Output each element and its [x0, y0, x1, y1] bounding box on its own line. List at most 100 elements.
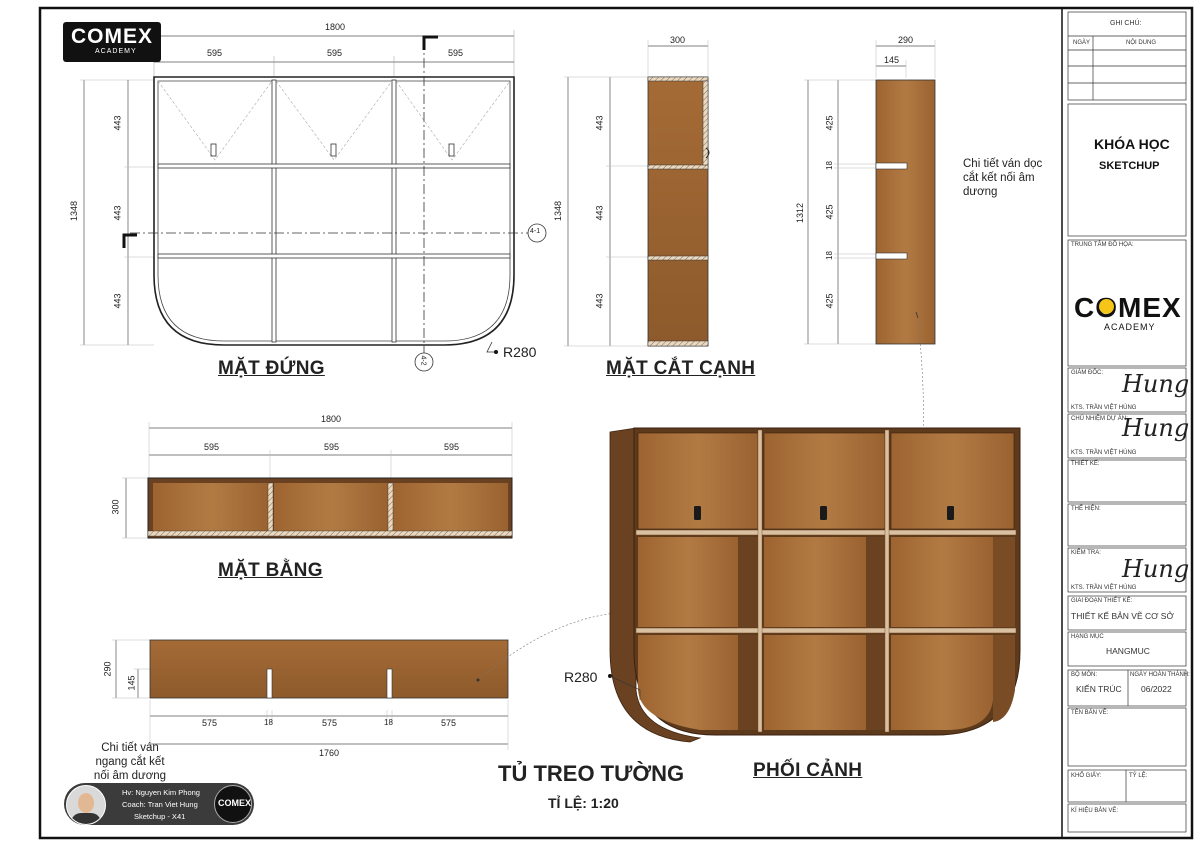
- tb-item-label: HẠNG MỤC: [1071, 634, 1104, 640]
- dim-panel-gap-1: 18: [824, 161, 834, 170]
- tb-design: THIẾT KẾ:: [1071, 461, 1100, 467]
- tb-date: 06/2022: [1141, 684, 1172, 694]
- dim-plan-bay-3: 595: [444, 442, 460, 452]
- dim-panel-half: 145: [884, 55, 900, 65]
- dim-board-half: 145: [126, 675, 137, 691]
- dim-plan-bay-1: 595: [204, 442, 220, 452]
- title-plan: MẶT BẰNG: [218, 560, 323, 581]
- radius-label-perspective: R280: [564, 669, 598, 685]
- tb-pm-name: KTS. TRẦN VIỆT HÙNG: [1071, 450, 1137, 456]
- dim-panel-seg-1: 425: [824, 115, 835, 131]
- section-tag-4-2: 4-2: [419, 355, 427, 366]
- tb-course-line-2: SKETCHUP: [1099, 160, 1160, 172]
- tb-notes-header: GHI CHÚ:: [1110, 20, 1142, 27]
- tb-checker-signature: Hung: [1122, 555, 1190, 583]
- tb-paper: KHỔ GIẤY:: [1071, 773, 1102, 779]
- dim-panel-width: 290: [898, 35, 914, 45]
- dim-elev-height: 1348: [69, 200, 80, 222]
- tb-center: TRUNG TÂM ĐỒ HỌA:: [1071, 242, 1134, 248]
- elevation-view: [80, 30, 547, 372]
- badge-logo: COMEX: [214, 785, 252, 823]
- dim-elev-bay-1: 595: [207, 48, 223, 58]
- tb-logo-sub: ACADEMY: [1104, 322, 1156, 332]
- tb-item: HANGMUC: [1106, 646, 1150, 656]
- dim-elev-bay-3: 595: [448, 48, 464, 58]
- tb-dept-label: BỘ MÔN:: [1071, 672, 1098, 678]
- dim-elev-row-3: 443: [112, 293, 123, 309]
- tb-checker: KIỂM TRA:: [1071, 550, 1101, 556]
- logo-box: COMEX ACADEMY: [63, 22, 161, 62]
- tb-logo: COMEX ACADEMY: [1074, 292, 1184, 336]
- avatar-shirt: [71, 813, 101, 824]
- title-side-section: MẶT CẮT CẠNH: [606, 358, 756, 379]
- tb-sheet-name: TÊN BẢN VẼ:: [1071, 710, 1109, 716]
- dim-board-gap-1: 18: [264, 718, 273, 727]
- student-line-2: Coach: Tran Viet Hung: [122, 800, 198, 809]
- radius-label-elevation: R280: [503, 344, 537, 360]
- tb-director: GIÁM ĐỐC:: [1071, 370, 1104, 376]
- note-vertical-joint: Chi tiết ván dọc cắt kết nối âm dương: [963, 158, 1043, 198]
- tb-checker-name: KTS. TRẦN VIỆT HÙNG: [1071, 585, 1137, 591]
- dim-plan-total: 1800: [321, 414, 342, 424]
- tb-director-signature: Hung: [1122, 370, 1190, 398]
- dim-side-height: 1348: [553, 200, 564, 222]
- dim-side-row-1: 443: [594, 115, 605, 131]
- student-line-1: Hv: Nguyen Kim Phong: [122, 788, 200, 797]
- dim-elev-bay-2: 595: [327, 48, 343, 58]
- dim-elev-row-2: 443: [112, 205, 123, 221]
- note-horizontal-joint: Chi tiết ván ngang cắt kết nối âm dương: [93, 742, 167, 782]
- vertical-panel-detail: [804, 40, 936, 591]
- dim-plan-depth: 300: [110, 499, 121, 515]
- dim-board-seg-1: 575: [202, 718, 218, 728]
- dim-elev-row-1: 443: [112, 115, 123, 131]
- tb-date-label: NGÀY HOÀN THÀNH:: [1130, 672, 1190, 678]
- title-perspective: PHỐI CẢNH: [753, 760, 863, 781]
- perspective-view: [608, 427, 1021, 743]
- dim-panel-seg-2: 425: [824, 204, 835, 220]
- tb-stage: THIẾT KẾ BẢN VẼ CƠ SỞ: [1071, 611, 1174, 621]
- dim-plan-bay-2: 595: [324, 442, 340, 452]
- tb-stage-label: GIAI ĐOẠN THIẾT KẾ:: [1071, 598, 1133, 604]
- dim-board-seg-3: 575: [441, 718, 457, 728]
- tb-course-line-1: KHÓA HỌC: [1094, 136, 1170, 152]
- dim-board-seg-2: 575: [322, 718, 338, 728]
- dim-panel-seg-3: 425: [824, 293, 835, 309]
- avatar: [66, 785, 106, 825]
- horizontal-board-detail: [112, 611, 641, 750]
- plan-view: [122, 422, 513, 539]
- dim-side-row-2: 443: [594, 205, 605, 221]
- tb-drafter: THỂ HIỆN:: [1071, 506, 1101, 512]
- title-elevation: MẶT ĐỨNG: [218, 358, 325, 379]
- dim-board-height: 290: [102, 661, 113, 677]
- tb-director-name: KTS. TRẦN VIỆT HÙNG: [1071, 405, 1137, 411]
- avatar-face: [78, 793, 94, 813]
- student-badge: Hv: Nguyen Kim Phong Coach: Tran Viet Hu…: [64, 783, 254, 825]
- tb-col-date: NGÀY: [1073, 40, 1091, 46]
- drawing-scale: TỈ LỆ: 1:20: [548, 795, 619, 811]
- dim-board-gap-2: 18: [384, 718, 393, 727]
- dim-board-total: 1760: [319, 748, 340, 758]
- dim-elev-total: 1800: [325, 22, 346, 32]
- student-line-3: Sketchup - X41: [134, 812, 186, 821]
- section-tag-4-1: 4-1: [530, 228, 541, 235]
- tb-pm: CHỦ NHIỆM DỰ ÁN:: [1071, 416, 1128, 422]
- side-section-view: [564, 40, 710, 347]
- logo-sub: ACADEMY: [95, 48, 137, 55]
- tb-scale: TỶ LỆ:: [1129, 773, 1148, 779]
- tb-col-content: NỘI DUNG: [1126, 40, 1156, 46]
- tb-dept: KIẾN TRÚC: [1076, 684, 1122, 694]
- sheet-border: [38, 6, 1194, 840]
- tb-code: KÍ HIỆU BẢN VẼ:: [1071, 808, 1119, 814]
- dim-side-width: 300: [670, 35, 686, 45]
- tb-logo-dot: [1099, 299, 1114, 314]
- dim-side-row-3: 443: [594, 293, 605, 309]
- badge-logo-brand: COMEX: [218, 798, 252, 808]
- dim-panel-height: 1312: [795, 202, 806, 224]
- drawing-title: TỦ TREO TƯỜNG: [498, 761, 685, 786]
- logo-brand: COMEX: [71, 25, 154, 48]
- dim-panel-gap-2: 18: [824, 251, 834, 260]
- tb-logo-brand: COMEX: [1074, 292, 1182, 323]
- tb-pm-signature: Hung: [1122, 414, 1190, 442]
